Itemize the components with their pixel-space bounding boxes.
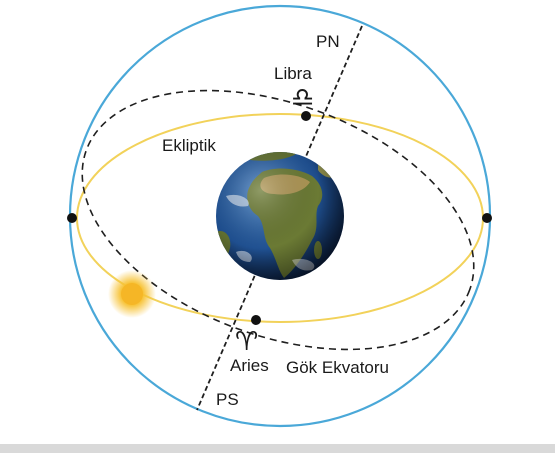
label-celestial-equator: Gök Ekvatoru <box>286 358 389 377</box>
label-ecliptic: Ekliptik <box>162 136 216 155</box>
label-south-pole: PS <box>216 390 239 409</box>
aries-point <box>251 315 261 325</box>
sun-icon <box>108 270 156 318</box>
label-libra: Libra <box>274 64 312 83</box>
earth-globe-icon <box>216 152 344 280</box>
celestial-equator-orbit <box>81 89 475 351</box>
right-sphere-point <box>482 213 492 223</box>
left-sphere-point <box>67 213 77 223</box>
aries-symbol-icon: ♈ <box>235 327 258 357</box>
bottom-border <box>0 444 555 453</box>
libra-symbol-icon: ♎ <box>291 83 314 113</box>
label-aries: Aries <box>230 356 269 375</box>
label-north-pole: PN <box>316 32 340 51</box>
libra-point <box>301 111 311 121</box>
